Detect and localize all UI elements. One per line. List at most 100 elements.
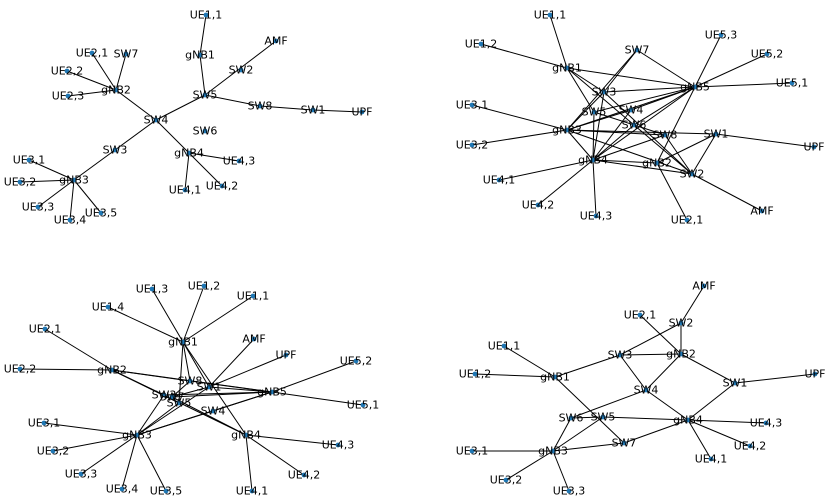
node-marker [547,12,553,18]
node-label: UE1,4 [92,301,125,314]
edge-ue5-1-gnb5 [694,82,793,88]
node-gnb4: gNB4 [231,429,261,442]
node-label: UE3,2 [4,176,37,189]
edge-sw4-gnb4 [155,119,190,154]
edge-gnb4-gnb2 [592,159,658,164]
edge-sw5-sw8 [204,94,261,107]
node-marker [17,179,23,185]
edge-gnb1-gnb4 [182,341,247,436]
node-marker [662,132,668,138]
edge-gnb3-ue3-5 [73,179,102,214]
node-label: UE4,1 [169,184,202,197]
edge-sw7-gnb3 [566,49,638,131]
edge-sw1-sw7 [171,386,210,398]
node-marker [149,286,155,292]
node-gnb4: gNB4 [174,147,204,160]
node-marker [763,420,769,426]
node-gnb3: gNB3 [59,174,89,187]
node-label: UPF [275,349,296,362]
edge-gnb4-sw7 [623,419,689,444]
node-marker [654,160,660,166]
edge-gnb1-sw3 [554,354,621,378]
node-sw7: SW7 [114,48,139,61]
node-ue2-1: UE2,1 [76,47,109,60]
node-marker [684,217,690,223]
node-label: UE4,2 [734,440,767,453]
edge-sw6-gnb4 [592,124,635,161]
node-gnb1: gNB1 [185,49,215,62]
node-label: UE3,2 [37,445,70,458]
node-label: SW1 [301,104,326,117]
edge-ue1-3-gnb1 [151,288,184,343]
node-ue1-3: UE1,3 [136,283,169,296]
node-label: gNB2 [97,364,127,377]
node-label: UE4,3 [750,417,783,430]
node-label: UE3,4 [54,214,87,227]
node-ue2-1: UE2,1 [671,214,704,227]
node-label: UE2,1 [76,47,109,60]
node-ue1-2: UE1,2 [188,280,221,293]
edge-gnb3-ue3-2 [19,179,75,183]
edge-sw8-sw1 [259,105,314,111]
edge-ue2-1-gnb2 [639,314,682,355]
node-ue5-3: UE5,3 [705,29,738,42]
node-amf: AMF [242,333,265,346]
node-ue4-2: UE4,2 [734,440,767,453]
node-label: UE1,2 [465,38,498,51]
node-label: SW5 [591,411,616,424]
node-marker [685,417,691,423]
edge-gnb5-sw1 [208,386,273,393]
node-marker [169,394,175,400]
edge-sw3-gnb3 [136,394,165,436]
node-ue1-1: UE1,1 [190,9,223,22]
edge-gnb3-ue3-1 [43,422,138,436]
node-ue3-2: UE3,2 [37,445,70,458]
node-marker [566,488,572,494]
node-label: SW4 [634,384,659,397]
node-marker [637,312,643,318]
node-marker [568,415,574,421]
node-marker [186,150,192,156]
node-marker [163,488,169,494]
node-label: gNB1 [185,49,215,62]
node-ue1-2: UE1,2 [465,38,498,51]
node-label: UE4,3 [322,439,355,452]
node-marker [206,384,212,390]
node-label: UE1,3 [136,283,169,296]
node-ue1-1: UE1,1 [488,340,521,353]
node-gnb2: gNB2 [666,348,696,361]
node-marker [359,109,365,115]
node-label: SW5 [167,397,192,410]
node-sw5: SW5 [193,89,218,102]
node-label: SW8 [653,129,678,142]
edge-gnb4-ue4-2 [245,434,305,476]
edge-sw3-gnb4 [592,91,605,161]
node-marker [109,367,115,373]
node-marker [243,432,249,438]
node-label: UE3,1 [456,99,489,112]
edge-layer [19,285,364,492]
node-ue4-3: UE4,3 [322,439,355,452]
node-amf: AMF [750,205,773,218]
edge-gnb1-sw6 [566,67,635,126]
node-label: SW6 [622,119,647,132]
node-ue4-1: UE4,1 [483,174,516,187]
node-label: gNB5 [257,386,287,399]
node-marker [17,366,23,372]
edge-gnb4-ue4-1 [245,434,253,492]
node-sw2: SW2 [229,64,254,77]
node-ue2-1: UE2,1 [624,309,657,322]
node-label: UE2,2 [4,363,37,376]
edge-ue1-2-gnb1 [474,373,556,378]
node-marker [701,283,707,289]
node-sw3: SW3 [592,86,617,99]
node-label: gNB4 [231,429,261,442]
node-ue4-3: UE4,3 [750,417,783,430]
edge-gnb3-sw3 [566,91,605,131]
edge-sw5-gnb3 [136,402,180,436]
node-label: SW6 [559,412,584,425]
node-label: gNB1 [540,371,570,384]
edge-sw1-gnb3 [136,386,210,436]
